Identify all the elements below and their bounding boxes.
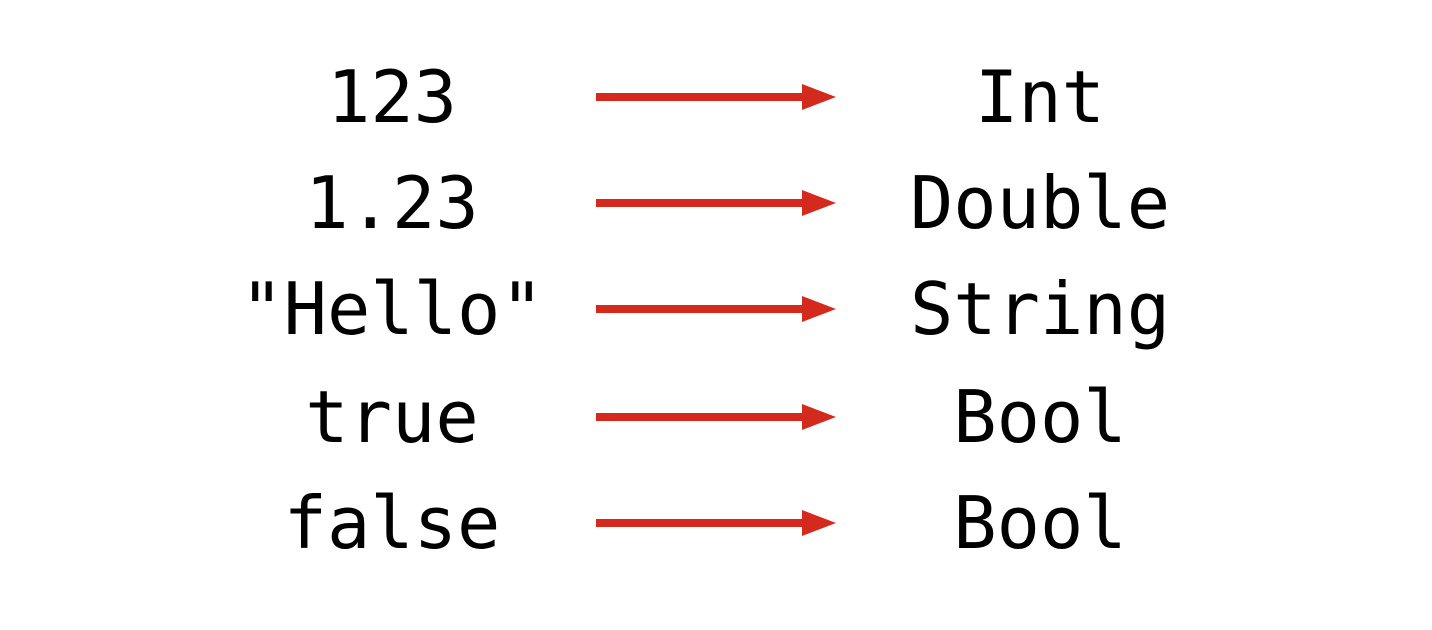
arrow-right-icon [596, 296, 836, 322]
type-name: Double [909, 161, 1171, 245]
literal-value: false [283, 481, 501, 565]
literal-value: 1.23 [305, 161, 479, 245]
literal-value: true [305, 375, 479, 459]
literal-value: "Hello" [240, 267, 544, 351]
arrow-right-icon [596, 510, 836, 536]
mapping-row-bool-true: true Bool [0, 364, 1432, 470]
type-name: Bool [953, 481, 1127, 565]
literal-value: 123 [326, 55, 458, 139]
type-name: Bool [953, 375, 1127, 459]
type-name: String [909, 267, 1171, 351]
arrow-right-icon [596, 404, 836, 430]
arrow-right-icon [596, 190, 836, 216]
mapping-row-int: 123 Int [0, 44, 1432, 150]
mapping-row-bool-false: false Bool [0, 470, 1432, 576]
arrow-right-icon [596, 84, 836, 110]
mapping-row-double: 1.23 Double [0, 150, 1432, 256]
type-name: Int [974, 55, 1106, 139]
mapping-row-string: "Hello" String [0, 256, 1432, 362]
